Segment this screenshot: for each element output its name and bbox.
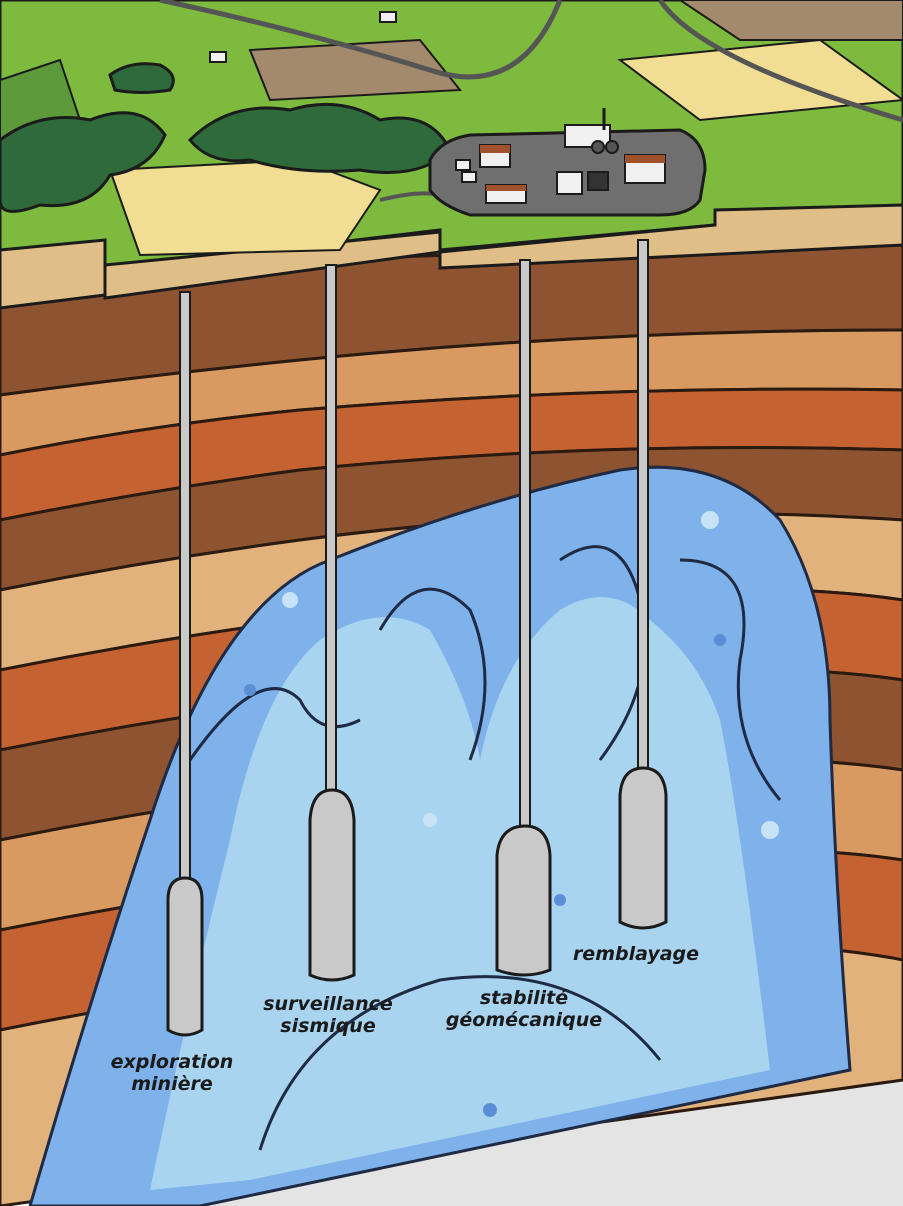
label-stabilite-line2: géomécanique (446, 1009, 602, 1031)
label-remblayage: remblayage (573, 943, 699, 965)
label-surveillance-line1: surveillance (263, 993, 393, 1015)
label-surveillance-line2: sismique (280, 1015, 376, 1037)
label-exploration-line1: exploration (111, 1051, 234, 1073)
label-stabilite-line1: stabilité (480, 987, 568, 1009)
label-surveillance: surveillance sismique (263, 993, 393, 1037)
label-remblayage-line1: remblayage (573, 943, 699, 965)
label-exploration-line2: minière (131, 1073, 213, 1095)
